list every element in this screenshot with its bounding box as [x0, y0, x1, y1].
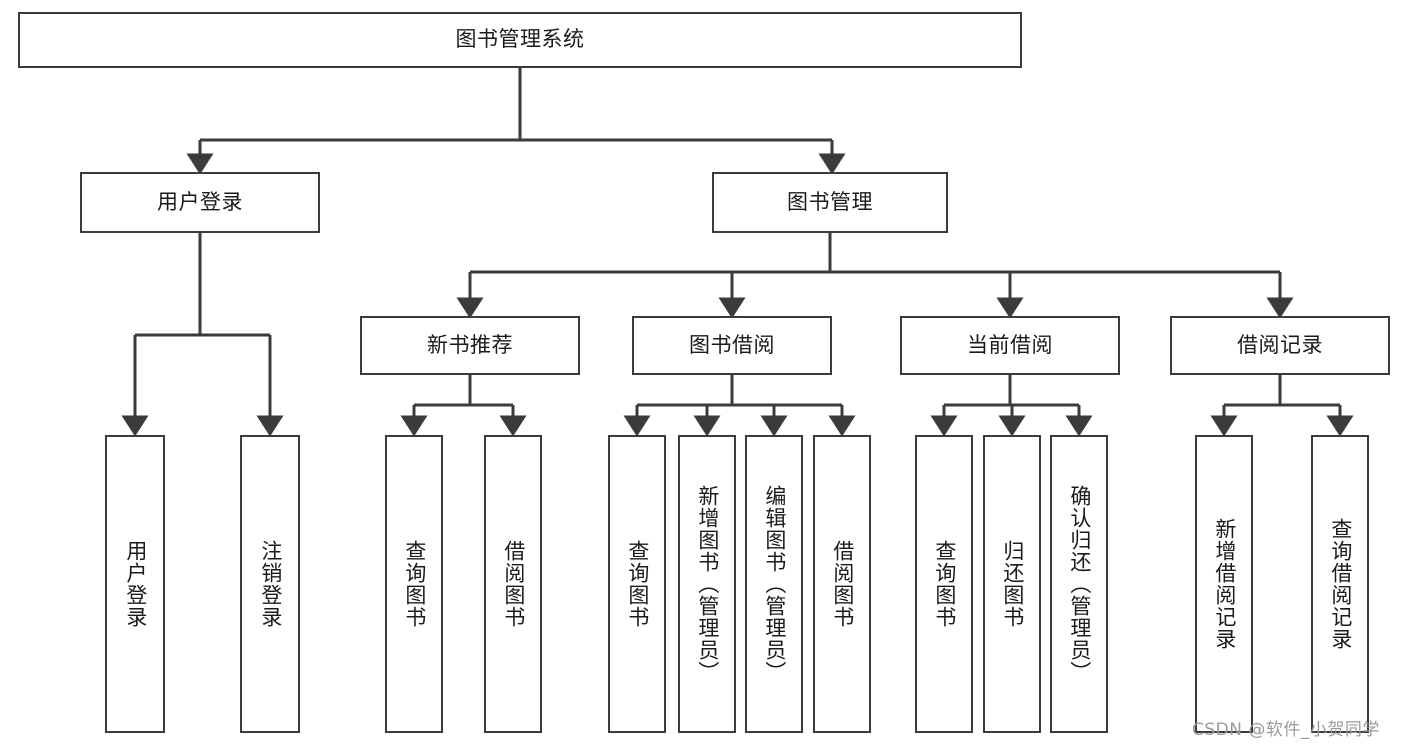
- edge-borrow-record-to-leaves: [1210, 375, 1354, 437]
- node-label: 查询图书: [625, 540, 650, 628]
- node-label: 新增借阅记录: [1212, 518, 1237, 650]
- edge-new-book-recommend-to-leaves: [400, 375, 527, 437]
- node-leaf-logout[interactable]: 注销登录: [240, 435, 300, 733]
- edge-book-borrow-to-leaves: [623, 375, 856, 437]
- node-label: 借阅图书: [501, 540, 526, 628]
- node-label: 新书推荐: [427, 332, 513, 357]
- node-leaf-add-book-admin[interactable]: 新增图书（管理员）: [678, 435, 736, 733]
- node-user-login[interactable]: 用户登录: [80, 172, 320, 233]
- node-label: 注销登录: [258, 540, 283, 628]
- node-leaf-query-book-recommend[interactable]: 查询图书: [385, 435, 443, 733]
- node-leaf-query-book-current[interactable]: 查询图书: [915, 435, 973, 733]
- node-book-borrow[interactable]: 图书借阅: [632, 316, 832, 375]
- node-root-system[interactable]: 图书管理系统: [18, 12, 1022, 68]
- node-borrow-record[interactable]: 借阅记录: [1170, 316, 1390, 375]
- edge-current-borrow-to-leaves: [930, 375, 1093, 437]
- node-label: 确认归还（管理员）: [1067, 485, 1092, 683]
- node-label: 借阅图书: [830, 540, 855, 628]
- node-leaf-confirm-return-admin[interactable]: 确认归还（管理员）: [1050, 435, 1108, 733]
- edge-root-to-level1: [186, 68, 846, 175]
- node-current-borrow[interactable]: 当前借阅: [900, 316, 1120, 375]
- node-leaf-add-borrow-record[interactable]: 新增借阅记录: [1195, 435, 1253, 733]
- node-label: 图书借阅: [689, 332, 775, 357]
- node-label: 借阅记录: [1237, 332, 1323, 357]
- node-leaf-edit-book-admin[interactable]: 编辑图书（管理员）: [745, 435, 803, 733]
- edge-user-login-to-leaves: [121, 233, 284, 437]
- node-label: 图书管理: [787, 189, 873, 214]
- node-label: 当前借阅: [967, 332, 1053, 357]
- node-label: 新增图书（管理员）: [695, 485, 720, 683]
- node-label: 查询借阅记录: [1328, 518, 1353, 650]
- node-leaf-query-borrow-record[interactable]: 查询借阅记录: [1311, 435, 1369, 733]
- node-label: 编辑图书（管理员）: [762, 485, 787, 683]
- edge-book-management-to-level2: [456, 233, 1294, 319]
- node-label: 图书管理系统: [455, 27, 585, 52]
- node-label: 用户登录: [157, 189, 243, 214]
- node-new-book-recommend[interactable]: 新书推荐: [360, 316, 580, 375]
- node-leaf-borrow-book-recommend[interactable]: 借阅图书: [484, 435, 542, 733]
- node-leaf-user-login[interactable]: 用户登录: [105, 435, 165, 733]
- node-label: 查询图书: [932, 540, 957, 628]
- node-leaf-query-book-borrow[interactable]: 查询图书: [608, 435, 666, 733]
- node-label: 查询图书: [402, 540, 427, 628]
- node-label: 用户登录: [123, 540, 148, 628]
- node-label: 归还图书: [1000, 540, 1025, 628]
- node-leaf-return-book[interactable]: 归还图书: [983, 435, 1041, 733]
- node-leaf-borrow-book[interactable]: 借阅图书: [813, 435, 871, 733]
- csdn-watermark: CSDN @软件_小贺同学: [1192, 720, 1380, 740]
- node-book-management[interactable]: 图书管理: [712, 172, 948, 233]
